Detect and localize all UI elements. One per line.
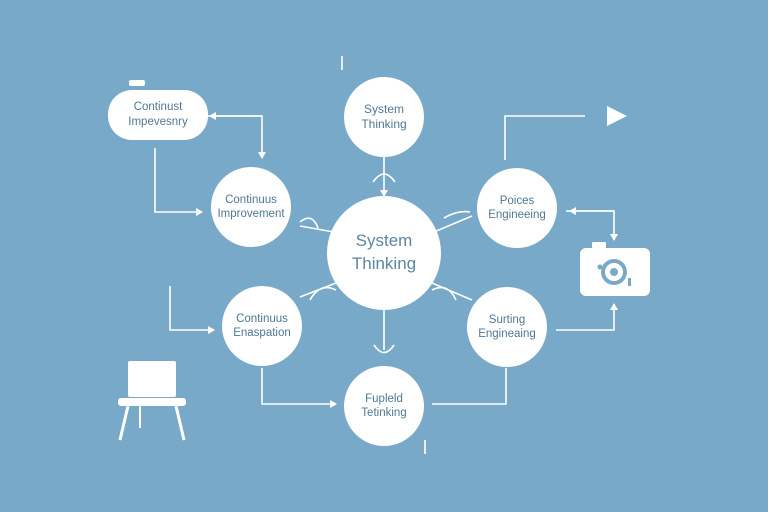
connector-left-loop: [154, 148, 203, 216]
node-left-upper-line2: Improvement: [217, 208, 285, 220]
node-right-lower-line1: Surting: [488, 313, 526, 326]
connector-right-lower-camera: [556, 303, 618, 331]
node-right-lower-line2: Engineaing: [478, 328, 536, 340]
connector-bottom-to-right-lower: [432, 368, 507, 405]
node-right-upper[interactable]: Poices Engineeing: [477, 168, 557, 248]
node-right-upper-line2: Engineeing: [488, 209, 546, 221]
connector-right-upper-camera: [566, 210, 618, 241]
laptop-icon: [118, 361, 186, 441]
pill-continuous-improvement[interactable]: Continust Impevesnry: [108, 90, 208, 140]
node-center-line2: Thinking: [351, 254, 417, 273]
node-bottom-line1: Fupleld: [365, 392, 403, 405]
connector-left-lower-to-bottom: [261, 368, 337, 408]
node-right-upper-line1: Poices: [499, 194, 535, 207]
node-left-upper[interactable]: Continuus Improvement: [211, 167, 291, 247]
node-top-system-thinking[interactable]: System Thinking: [344, 77, 424, 157]
connector-left-lower-in: [169, 295, 215, 334]
node-bottom-line2: Tetinking: [361, 407, 407, 419]
connector-right-upper-top: [504, 115, 585, 160]
connector-pill-to-improvement: [206, 115, 266, 159]
pill-line2: Impevesnry: [128, 116, 188, 128]
node-center-system-thinking[interactable]: System Thinking: [327, 196, 441, 310]
node-right-lower[interactable]: Surting Engineaing: [467, 287, 547, 367]
node-top-line1: System: [363, 102, 404, 116]
node-left-lower-line1: Continuus: [236, 312, 288, 325]
pill-tab: [129, 80, 145, 86]
node-left-lower-line2: Enaspation: [233, 327, 291, 339]
camera-icon: [580, 242, 650, 296]
pill-line1: Continust: [133, 101, 183, 114]
node-top-line2: Thinking: [361, 117, 407, 131]
node-center-line1: System: [355, 231, 413, 251]
node-left-lower[interactable]: Continuus Enaspation: [222, 286, 302, 366]
play-arrow-icon: [607, 106, 627, 126]
node-left-upper-line1: Continuus: [225, 193, 277, 206]
node-bottom[interactable]: Fupleld Tetinking: [344, 366, 424, 446]
